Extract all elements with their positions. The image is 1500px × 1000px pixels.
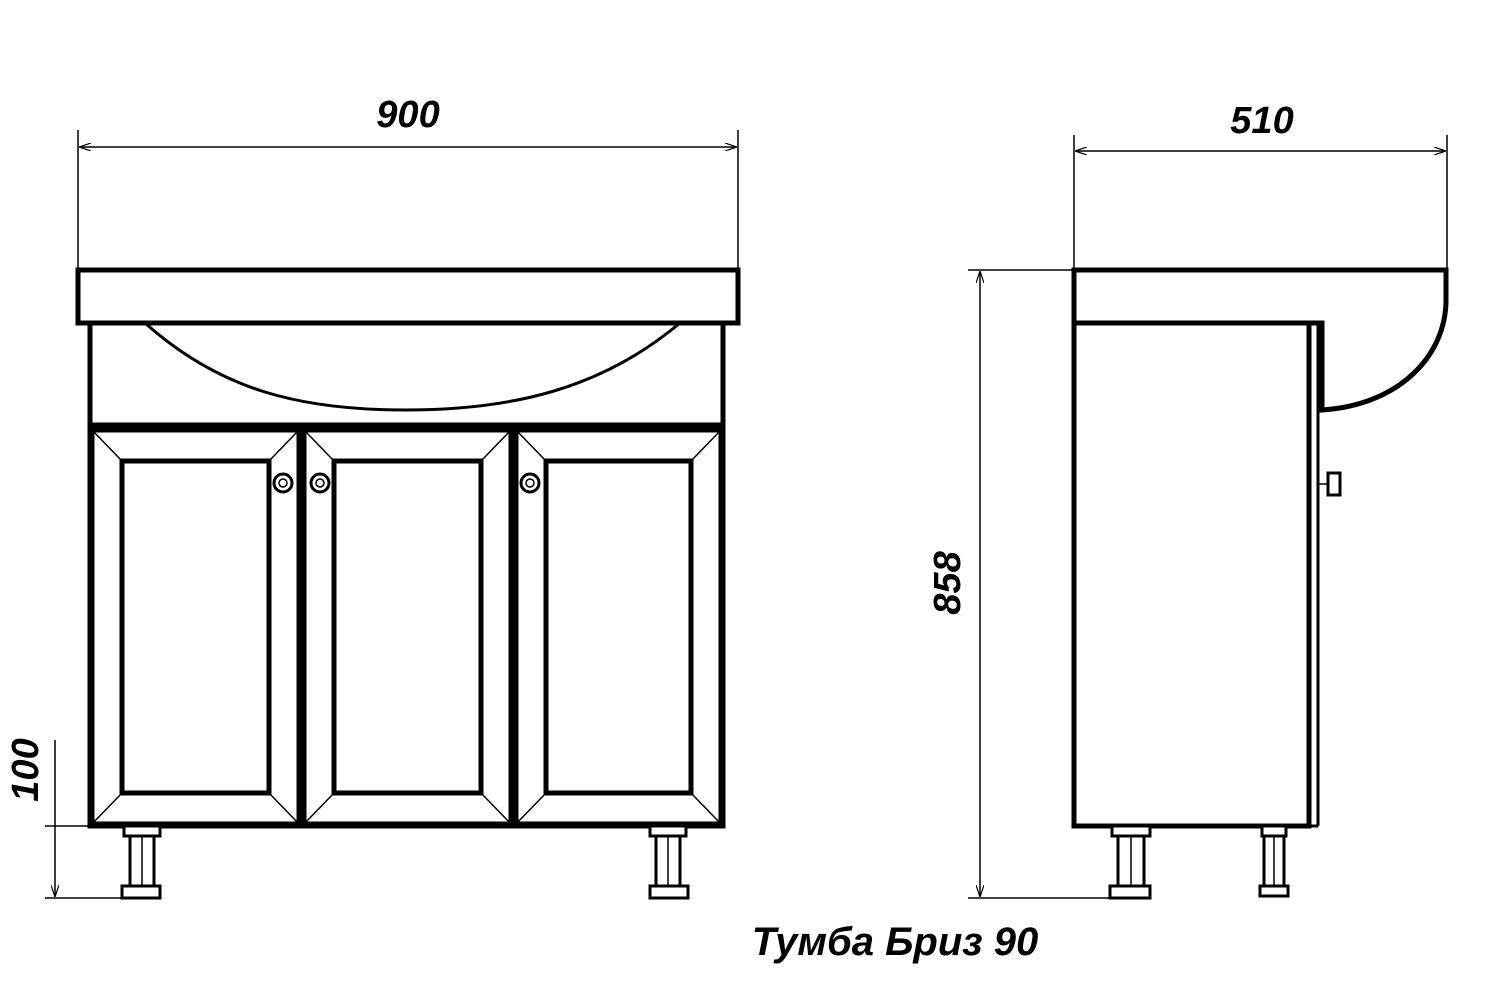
depth-dimension: 510 (1073, 100, 1448, 300)
depth-label: 510 (1230, 100, 1293, 142)
side-view: 510 858 (927, 100, 1449, 900)
leg-front-left (120, 824, 162, 900)
knob-right (519, 472, 541, 494)
door-right (513, 427, 724, 827)
legs-front (120, 824, 690, 900)
side-knob (1318, 471, 1342, 497)
sink-front (75, 267, 741, 412)
cabinet-side (1071, 320, 1320, 829)
leg-side-front (1258, 824, 1290, 898)
door-left (89, 427, 302, 827)
sink-side (1071, 267, 1449, 413)
knob-left (272, 472, 294, 494)
leg-height-label: 100 (5, 738, 47, 801)
legs-side (1108, 824, 1290, 900)
width-label: 900 (376, 94, 439, 136)
leg-front-right (648, 824, 690, 900)
front-view: 900 (5, 94, 741, 900)
knob-middle (309, 472, 331, 494)
height-dimension: 858 (927, 269, 1110, 899)
doors (89, 427, 724, 827)
leg-height-dimension: 100 (5, 738, 122, 899)
door-middle (301, 427, 514, 827)
height-label: 858 (927, 550, 969, 614)
width-dimension: 900 (77, 94, 739, 270)
drawing-caption: Тумба Бриз 90 (752, 920, 1039, 964)
door-knobs (272, 472, 541, 494)
cabinet-front (87, 320, 726, 829)
leg-side-back (1108, 824, 1152, 900)
